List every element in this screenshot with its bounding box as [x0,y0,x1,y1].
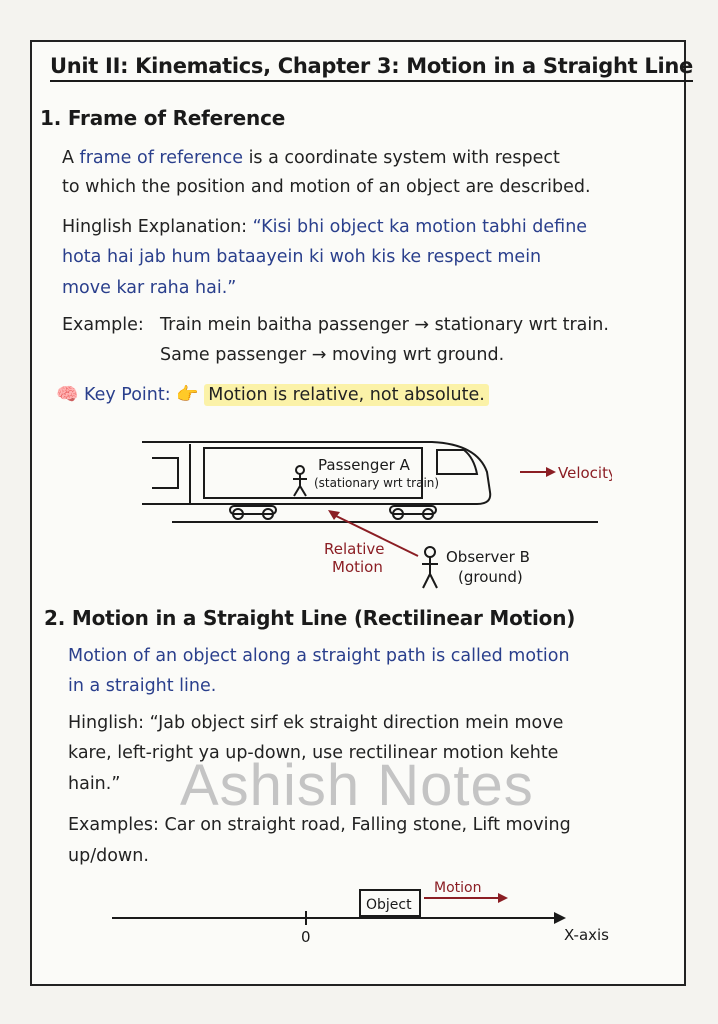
velocity-label: Velocity V [558,464,612,482]
x-axis-diagram: 0 Object Motion X-axis [112,880,609,946]
brain-icon: 🧠 [56,384,79,405]
section2-hinglish-line3: hain.” [68,774,121,794]
train-body [142,441,492,505]
train-wheels [229,505,437,520]
x-axis-arrow-head [554,912,566,924]
origin-label: 0 [301,928,311,946]
section1-hinglish-line2: hota hai jab hum bataayein ki woh kis ke… [62,247,542,267]
key-point-highlight: Motion is relative, not absolute. [204,384,489,406]
observer-b-figure [422,546,438,589]
section1-definition-line1: A frame of reference is a coordinate sys… [62,148,560,168]
observer-b-note: (ground) [458,568,523,586]
page-title: Unit II: Kinematics, Chapter 3: Motion i… [50,54,693,82]
relative-motion-label-line2: Motion [332,558,383,576]
train-diagram: Passenger A (stationary wrt train) Veloc… [142,441,612,589]
section2-hinglish-line2: kare, left-right ya up-down, use rectili… [68,743,559,763]
watermark: Ashish Notes [180,753,534,818]
relative-motion-label-line1: Relative [324,540,385,558]
object-label: Object [366,897,412,913]
section1-hinglish-line3: move kar raha hai.” [62,278,237,298]
passenger-a-note: (stationary wrt train) [314,476,439,490]
velocity-arrow-head [546,467,556,477]
term-frame-of-reference: frame of reference [79,148,243,168]
section1-example-line2: Same passenger → moving wrt ground. [160,345,505,365]
train-window-box [203,447,423,499]
motion-arrow-head [498,893,508,903]
section1-heading: 1. Frame of Reference [40,106,286,130]
section2-examples-line2: up/down. [68,846,149,866]
train-rear-door [152,457,179,489]
observer-b-label: Observer B [446,548,530,566]
section2-heading: 2. Motion in a Straight Line (Rectilinea… [44,606,576,630]
object-box [359,889,421,917]
passenger-a-figure [293,465,307,497]
passenger-a-label: Passenger A [318,456,411,474]
section2-hinglish-line1: Hinglish: “Jab object sirf ek straight d… [68,713,564,733]
train-front-window [436,449,479,475]
section1-hinglish-line1: Hinglish Explanation: “Kisi bhi object k… [62,217,588,237]
pointing-hand-icon: 👉 [176,384,199,405]
motion-label: Motion [434,880,481,896]
section2-definition-line2: in a straight line. [68,676,217,696]
section1-example-line1: Train mein baitha passenger → stationary… [160,315,609,335]
x-axis-label: X-axis [564,926,609,944]
key-point: 🧠 Key Point: 👉 Motion is relative, not a… [56,384,489,406]
notes-page: Unit II: Kinematics, Chapter 3: Motion i… [30,40,693,986]
section2-examples-line1: Examples: Car on straight road, Falling … [68,815,571,835]
section2-definition-line1: Motion of an object along a straight pat… [68,646,570,666]
section1-definition-line2: to which the position and motion of an o… [62,177,591,197]
relative-motion-arrow-head [328,510,340,520]
section1-example-label: Example: [62,315,144,335]
